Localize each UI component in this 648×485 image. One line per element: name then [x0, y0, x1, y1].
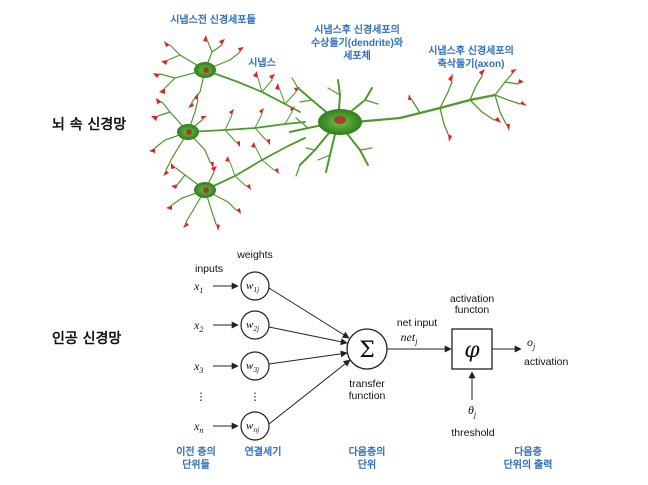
activation-function-label-line-2: functon: [455, 304, 490, 316]
biological-network-section-label: 뇌 속 신경망: [52, 116, 126, 133]
postsynaptic-body-caption-line-3: 세포체: [343, 49, 371, 62]
synapse-caption: 시냅스: [248, 56, 276, 69]
weight-node-3: [240, 351, 270, 381]
postsynaptic-body-caption-line-2: 수상돌기(dendrite)와: [311, 36, 404, 49]
activation-function-label-line-1: activation: [450, 293, 495, 305]
presynaptic-neurons-caption: 시냅스전 신경세포들: [170, 13, 256, 26]
previous-layer-caption-line-1: 이전 층의: [176, 445, 216, 458]
presynaptic-neuron-3: [166, 137, 306, 231]
next-layer-caption-line-1: 다음층의: [349, 445, 386, 458]
input-row-2: x2 w2j: [193, 310, 270, 340]
weight-w2j: w2j: [246, 319, 259, 333]
threshold-label: threshold: [451, 427, 494, 439]
previous-layer-caption-line-2: 단위들: [182, 458, 210, 471]
input-row-3: x3 w3j: [193, 351, 270, 381]
weight-w1j: w1j: [246, 280, 259, 294]
phi-symbol: φ: [464, 338, 480, 363]
input-row-n: xn wnj: [193, 411, 270, 441]
weight-w3j: w3j: [246, 360, 259, 374]
presynaptic-neuron-1: [153, 35, 301, 113]
connection-weights-caption: 연결세기: [245, 445, 282, 458]
next-layer-caption-line-2: 단위: [358, 458, 376, 471]
artificial-network-section-label: 인공 신경망: [52, 330, 121, 347]
postsynaptic-body-caption-line-1: 시냅스후 신경세포의: [314, 23, 400, 36]
input-row-1: x1 w1j: [193, 271, 270, 301]
input-x1: x1: [193, 279, 203, 295]
weight-node-1: [240, 271, 270, 301]
biological-neurons-illustration: [149, 35, 527, 231]
weight-node-n: [240, 411, 270, 441]
postsynaptic-axon-caption-line-2: 축삭돌기(axon): [438, 57, 505, 70]
activation-function-box: [451, 328, 493, 370]
inputs-ellipsis: ⋮: [196, 391, 207, 403]
weights-ellipsis: ⋮: [250, 391, 261, 403]
postsynaptic-neuron: [289, 69, 527, 177]
weights-label: weights: [236, 249, 273, 261]
output-activation-label: activation: [524, 356, 569, 368]
output-oj: oj: [527, 335, 536, 351]
inputs-label: inputs: [195, 263, 223, 275]
input-x2: x2: [193, 318, 203, 334]
transfer-function-label-line-1: transfer: [349, 378, 385, 390]
input-x3: x3: [193, 359, 203, 375]
weight-to-sum-connections: [268, 287, 351, 425]
input-xn: xn: [193, 419, 203, 435]
output-caption-line-2: 단위의 출력: [504, 458, 553, 471]
postsynaptic-axon-caption-line-1: 시냅스후 신경세포의: [428, 44, 514, 57]
net-input-label: net input: [397, 317, 437, 329]
sigma-symbol: Σ: [359, 338, 375, 363]
output-caption-line-1: 다음층: [514, 445, 542, 458]
theta-j: θj: [468, 403, 477, 419]
presynaptic-neuron-2: [149, 93, 306, 176]
net-j-label: netj: [401, 330, 419, 346]
transfer-function-label-line-2: function: [349, 390, 386, 402]
weight-node-2: [240, 310, 270, 340]
weight-wnj: wnj: [246, 420, 259, 434]
